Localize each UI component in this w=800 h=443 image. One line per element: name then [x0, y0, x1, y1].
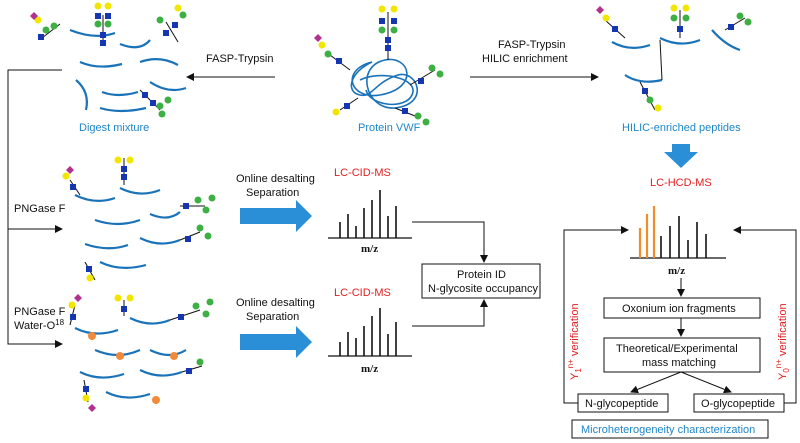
mz-label-bottom: m/z — [361, 363, 378, 375]
fasp-trypsin-right-label: FASP-Trypsin — [498, 39, 565, 51]
oxonium-box — [603, 297, 761, 319]
desalting-arrow-middle — [240, 200, 312, 232]
hilic-to-hcd-arrow — [664, 144, 698, 168]
hcd-spectrum — [630, 206, 726, 259]
to-n-glyco-arrow — [630, 371, 682, 394]
o-glycopeptide-label: O-glycopeptide — [701, 398, 775, 410]
to-protein-id-arrow-bottom — [412, 299, 488, 327]
separation-label-bottom: Separation — [246, 311, 299, 323]
ms-spectrum-middle — [328, 190, 412, 239]
to-o-glyco-arrow — [680, 371, 732, 394]
lc-cid-ms-label-middle: LC-CID-MS — [334, 167, 391, 179]
matching-box — [603, 337, 761, 373]
hilic-enrichment-label: HILIC enrichment — [482, 53, 568, 65]
deglycosylated-peptides-middle — [62, 156, 216, 282]
hilic-enriched-label: HILIC-enriched peptides — [622, 122, 741, 134]
online-desalting-label-bottom: Online desalting — [236, 297, 315, 309]
pngase-label-bottom: PNGase F — [14, 306, 66, 318]
desalting-arrow-bottom — [240, 326, 312, 358]
fasp-trypsin-left-label: FASP-Trypsin — [206, 53, 273, 65]
y0-feedback-loop — [733, 226, 797, 404]
ms-spectrum-bottom — [328, 308, 412, 357]
lc-hcd-ms-label: LC-HCD-MS — [650, 177, 712, 189]
protein-id-line1: Protein ID — [457, 269, 506, 281]
to-protein-id-arrow-top — [412, 221, 488, 263]
mz-label-hcd: m/z — [668, 265, 685, 277]
n-glycopeptide-label: N-glycopeptide — [585, 398, 658, 410]
protein-vwf-tangle — [314, 5, 444, 126]
deglycosylated-peptides-bottom — [68, 294, 214, 412]
glycan-cluster — [30, 2, 187, 118]
digest-mixture-peptides — [69, 28, 187, 113]
microheterogeneity-box — [571, 419, 769, 439]
lc-cid-ms-label-bottom: LC-CID-MS — [334, 287, 391, 299]
matching-line1: Theoretical/Experimental — [616, 343, 738, 355]
y1-feedback-loop — [563, 226, 629, 404]
water-o18-label: Water-O18 — [14, 318, 65, 332]
microheterogeneity-label: Microheterogeneity characterization — [581, 424, 755, 436]
y1-verification-label: Y1n+ verification — [566, 303, 583, 380]
separation-label-middle: Separation — [246, 187, 299, 199]
oxonium-label: Oxonium ion fragments — [622, 303, 736, 315]
online-desalting-label-middle: Online desalting — [236, 173, 315, 185]
protein-id-box — [421, 263, 541, 299]
hilic-peptides — [596, 4, 752, 112]
pngase-label-middle: PNGase F — [14, 203, 66, 215]
y0-verification-label: Y0n+ verification — [774, 303, 791, 380]
matching-line2: mass matching — [642, 357, 716, 369]
protein-id-line2: N-glycosite occupancy — [428, 283, 539, 295]
protein-vwf-label: Protein VWF — [358, 122, 421, 134]
digest-mixture-label: Digest mixture — [79, 122, 149, 134]
mz-label-middle: m/z — [361, 243, 378, 255]
